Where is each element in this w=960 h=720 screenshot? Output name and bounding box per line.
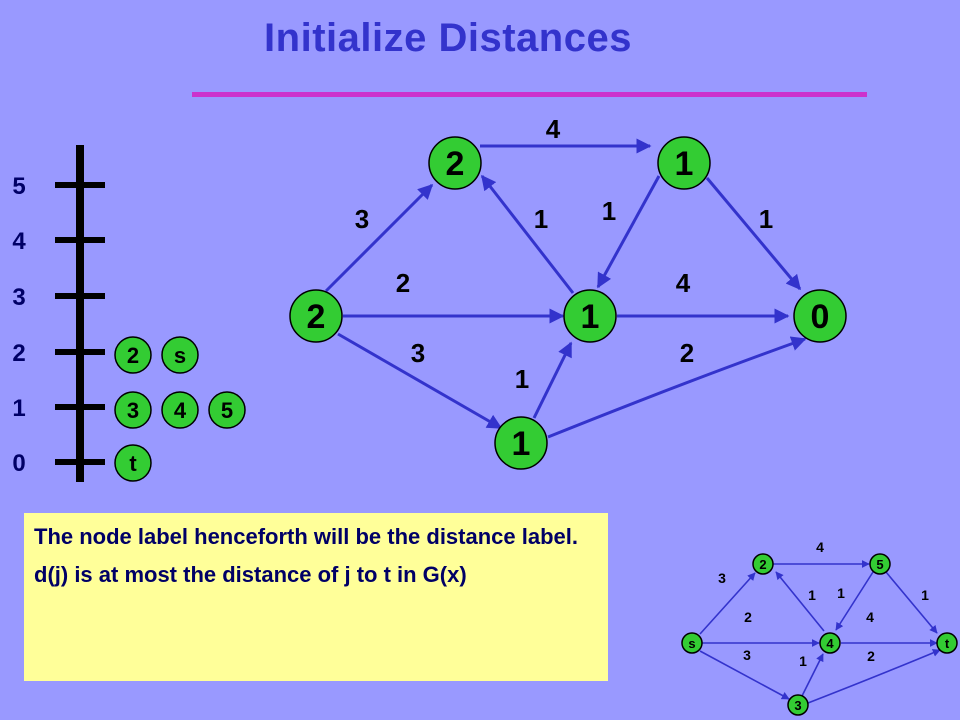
edge-capacity-label: 3 [355,204,369,234]
mini-edge-capacity-label: 1 [837,585,845,601]
scale-tick-label: 1 [12,395,25,422]
scale-tick-label: 3 [12,284,25,311]
mini-edge-3-to-4 [801,653,824,697]
svg-text:1: 1 [581,298,600,336]
edge-3-to-t [547,336,807,439]
bucket-node: t [114,444,152,482]
edge-5-to-t [705,177,802,291]
svg-text:5: 5 [876,557,883,572]
mini-node-s: s [681,632,703,654]
svg-text:2: 2 [307,298,326,336]
mini-edge-capacity-label: 4 [816,539,824,555]
svg-text:t: t [129,451,137,476]
explanation-line-1: The node label henceforth will be the di… [34,524,578,549]
title-underline [192,92,867,97]
edge-capacity-label: 2 [680,338,694,368]
mini-node-2: 2 [752,553,774,575]
svg-text:2: 2 [127,343,139,368]
svg-text:s: s [174,343,186,368]
edge-4-to-2 [480,174,575,294]
svg-text:4: 4 [826,636,834,651]
graph-node-2: 2 [428,136,482,190]
mini-edge-5-to-t [885,571,938,634]
svg-text:5: 5 [221,398,233,423]
mini-edge-capacity-label: 4 [866,609,874,625]
svg-text:2: 2 [759,557,766,572]
edge-s-to-3 [337,332,503,430]
slide-title: Initialize Distances [264,16,632,60]
mini-edge-capacity-label: 2 [744,609,752,625]
edge-capacity-label: 1 [515,364,529,394]
edge-capacity-label: 3 [411,338,425,368]
edge-3-to-4 [532,341,573,419]
edge-capacity-label: 1 [534,204,548,234]
scale-tick-label: 5 [12,173,25,200]
mini-edge-capacity-label: 3 [718,570,726,586]
graph-node-t: 0 [793,289,847,343]
edge-5-to-4 [596,175,661,289]
graph-node-5: 1 [657,136,711,190]
bucket-node: 2 [114,336,152,374]
explanation-line-2: d(j) is at most the distance of j to t i… [34,562,467,587]
mini-edge-capacity-label: 1 [799,653,807,669]
mini-edge-s-to-3 [699,650,790,700]
explanation-box: The node label henceforth will be the di… [24,513,608,681]
graph-node-3: 1 [494,416,548,470]
bucket-node: 3 [114,391,152,429]
edge-s-to-2 [324,183,434,293]
mini-node-t: t [936,632,958,654]
svg-text:1: 1 [512,425,531,463]
svg-text:s: s [688,636,695,651]
edge-capacity-label: 1 [602,196,616,226]
mini-edge-capacity-label: 1 [921,587,929,603]
bucket-node: 5 [208,391,246,429]
scale-tick-label: 0 [12,450,25,477]
svg-text:3: 3 [794,698,801,713]
mini-node-3: 3 [787,694,809,716]
distance-scale: 5 4 3 2 1 0 2 s 3 4 5 t [12,145,246,482]
svg-text:4: 4 [174,398,187,423]
svg-text:t: t [945,636,950,651]
mini-edge-capacity-label: 2 [867,648,875,664]
bucket-node: 4 [161,391,199,429]
scale-tick-label: 4 [12,228,26,255]
mini-node-4: 4 [819,632,841,654]
edge-capacity-label: 4 [676,268,691,298]
edge-capacity-label: 2 [396,268,410,298]
mini-graph: 4 3 1 1 1 2 4 3 1 2 2 5 s 4 t [681,539,958,716]
mini-edge-s-to-2 [699,572,756,635]
graph-node-4: 1 [563,289,617,343]
svg-text:1: 1 [675,145,694,183]
mini-edge-3-to-t [807,649,941,704]
mini-node-5: 5 [869,553,891,575]
svg-text:3: 3 [127,398,139,423]
mini-edge-capacity-label: 1 [808,587,816,603]
svg-text:2: 2 [446,145,465,183]
edge-capacity-label: 1 [759,204,773,234]
svg-text:0: 0 [811,298,830,336]
scale-tick-label: 2 [12,340,25,367]
mini-edge-capacity-label: 3 [743,647,751,663]
bucket-node: s [161,336,199,374]
mini-edge-5-to-4 [835,571,874,631]
edge-capacity-label: 4 [546,114,561,144]
main-graph: 4 3 1 1 1 2 4 3 1 2 2 1 2 1 0 [289,114,847,470]
mini-edge-4-to-2 [775,571,825,632]
graph-node-s: 2 [289,289,343,343]
